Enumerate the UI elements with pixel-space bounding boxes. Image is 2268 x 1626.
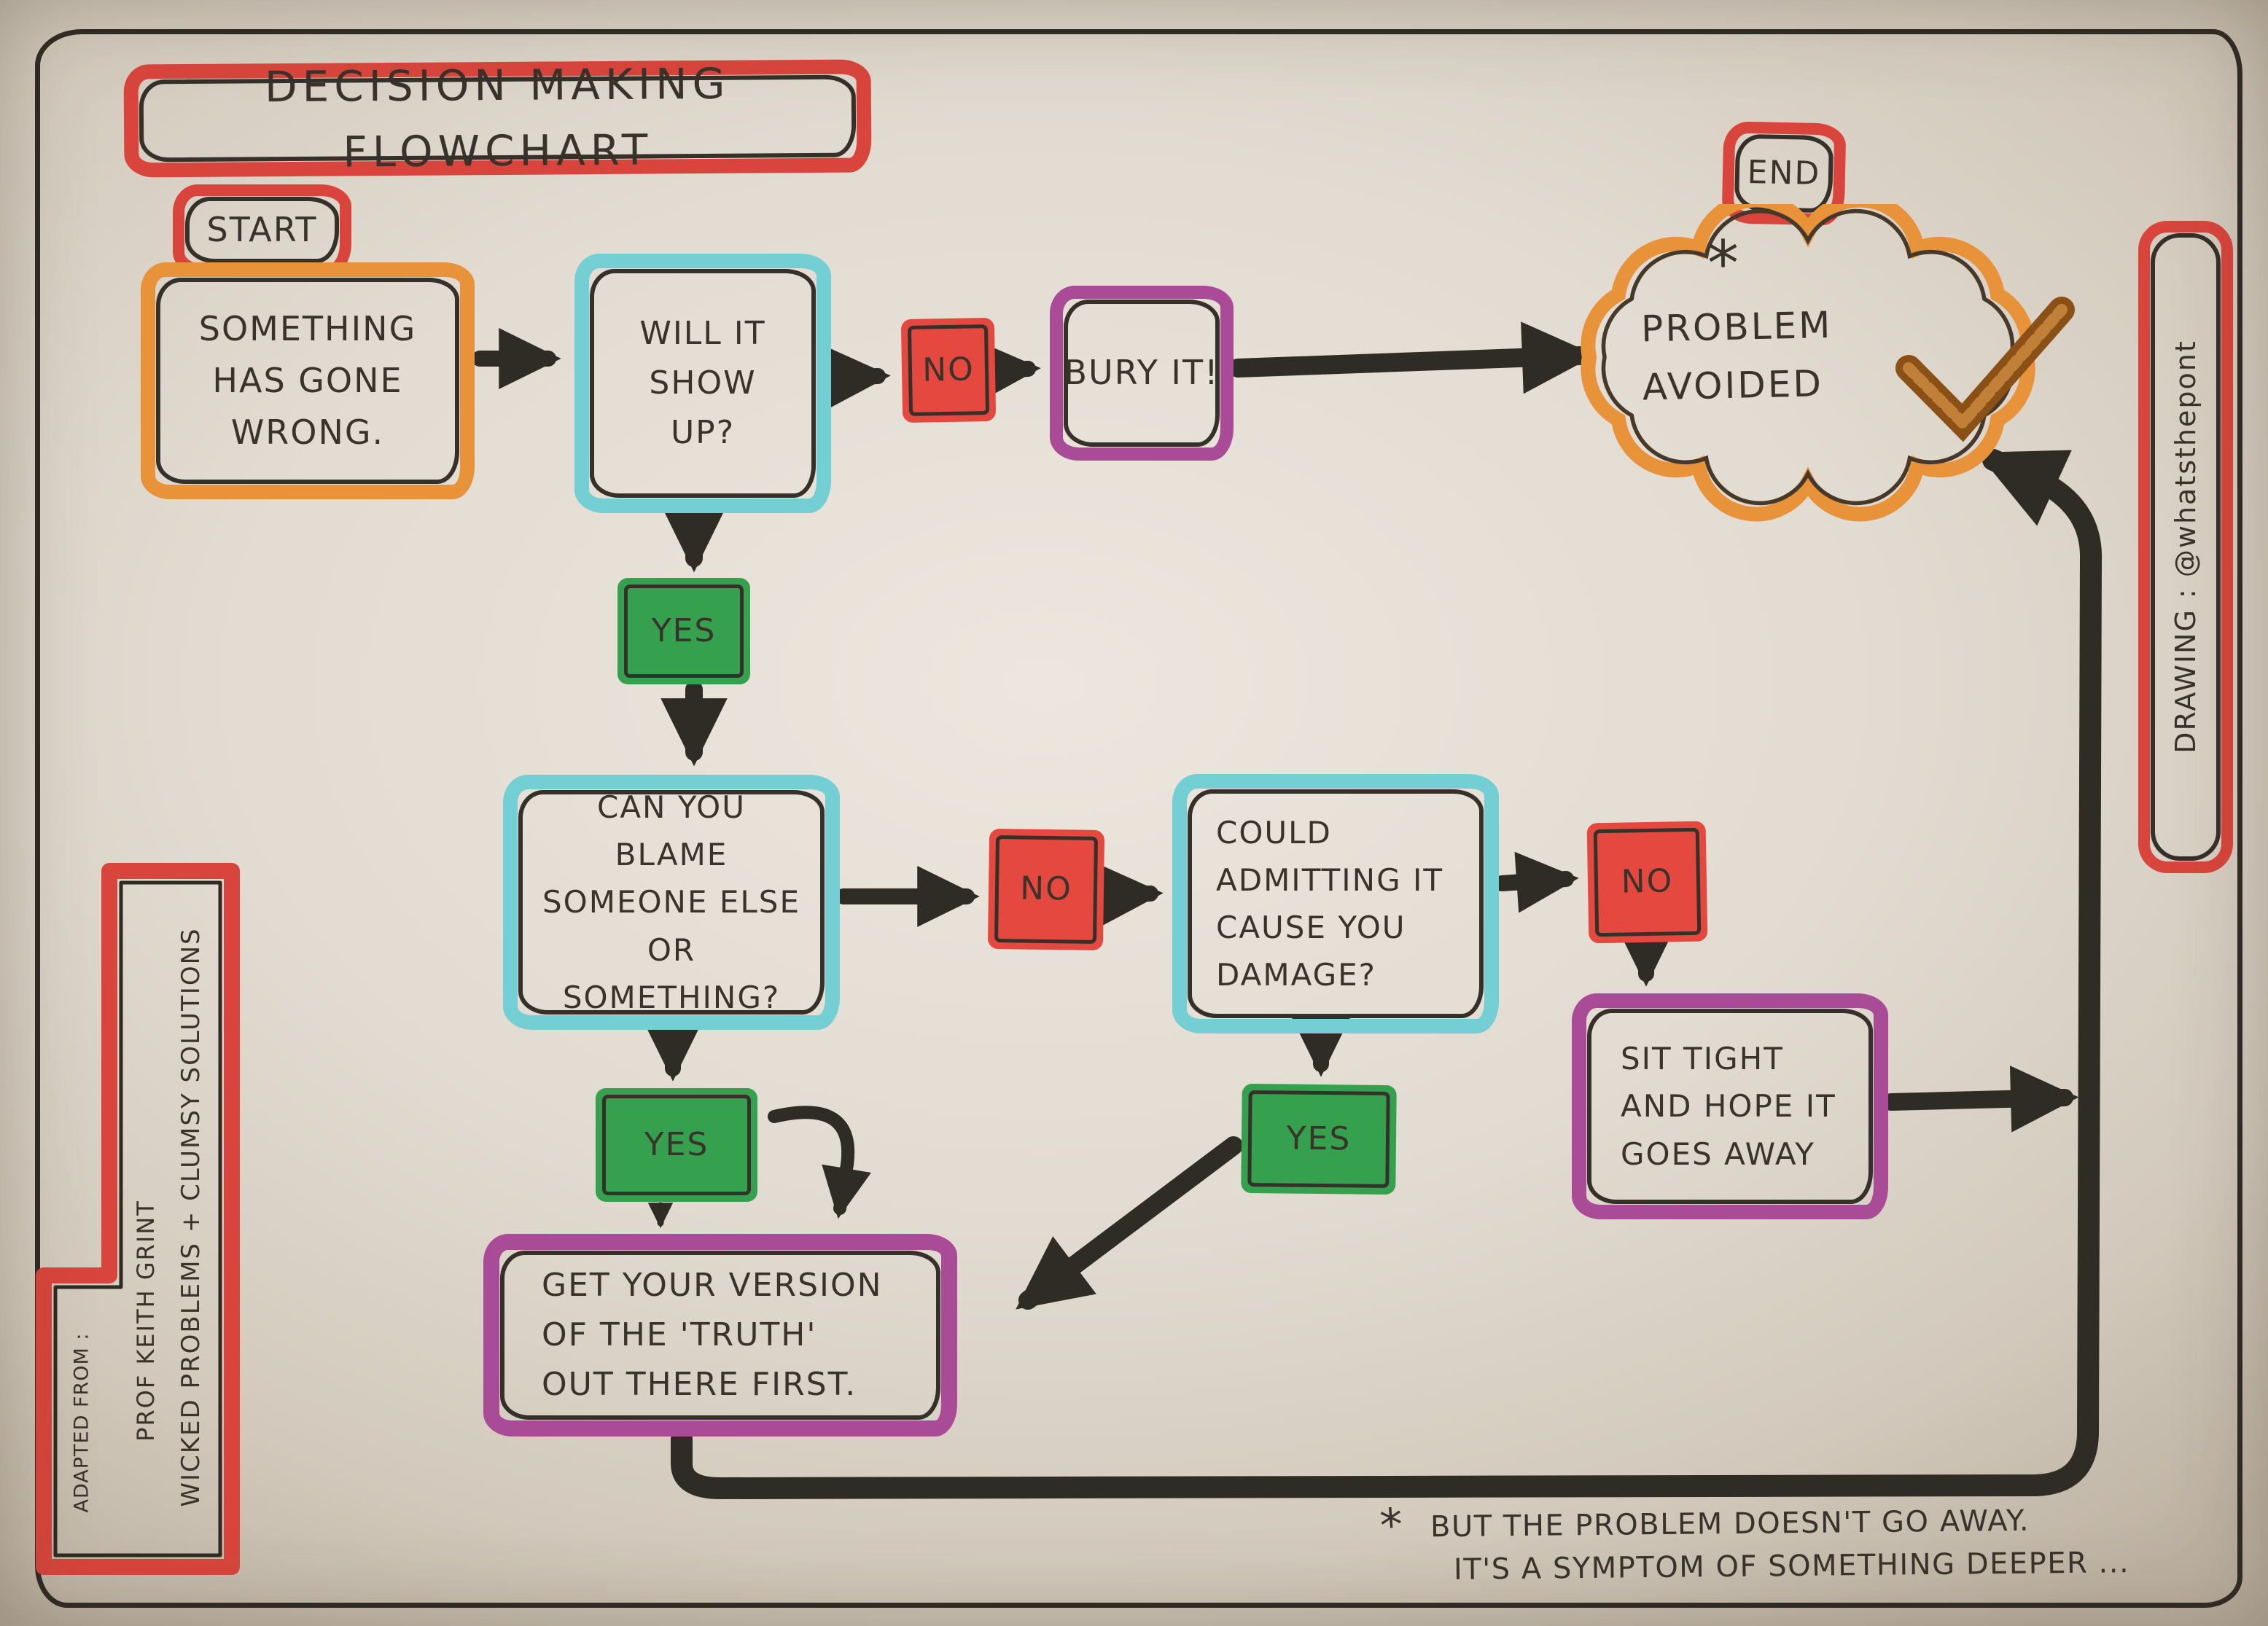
title-box: DECISION MAKING FLOWCHART bbox=[123, 58, 872, 178]
no-label: NO bbox=[1019, 869, 1073, 908]
node-will-it-show-up: WILL IT SHOW UP? bbox=[574, 254, 831, 513]
footnote-star: * bbox=[1378, 1498, 1405, 1552]
node-text: CAN YOU BLAME SOMEONE ELSE OR SOMETHING? bbox=[542, 789, 800, 1015]
page-title: DECISION MAKING FLOWCHART bbox=[264, 58, 730, 176]
node-can-you-blame: CAN YOU BLAME SOMEONE ELSE OR SOMETHING? bbox=[503, 775, 840, 1030]
node-problem-avoided: PROBLEM AVOIDED bbox=[1640, 303, 1833, 409]
adapted-from-line2: PROF KEITH GRINT bbox=[132, 1200, 160, 1442]
node-text: BURY IT! bbox=[1064, 353, 1220, 393]
yes-label: YES bbox=[644, 1125, 709, 1163]
node-bury-it: BURY IT! bbox=[1050, 286, 1234, 461]
credit-box bbox=[2138, 221, 2233, 873]
node-text: SOMETHING HAS GONE WRONG. bbox=[198, 308, 417, 453]
end-label: END bbox=[1747, 153, 1821, 192]
footnote-line2: IT'S A SYMPTOM OF SOMETHING DEEPER ... bbox=[1453, 1546, 2130, 1587]
node-text: COULD ADMITTING IT CAUSE YOU DAMAGE? bbox=[1216, 814, 1444, 993]
no-label: NO bbox=[1621, 862, 1674, 902]
no-chip-2: NO bbox=[987, 828, 1105, 951]
no-chip-1: NO bbox=[900, 317, 997, 423]
node-something-gone-wrong: SOMETHING HAS GONE WRONG. bbox=[141, 262, 475, 499]
yes-chip-1: YES bbox=[617, 578, 750, 684]
credit-text: DRAWING : @whatsthepont bbox=[2170, 340, 2202, 754]
node-sit-tight: SIT TIGHT AND HOPE IT GOES AWAY bbox=[1572, 993, 1888, 1219]
footnote-line1: BUT THE PROBLEM DOESN'T GO AWAY. bbox=[1430, 1504, 2030, 1544]
end-box: END bbox=[1721, 121, 1847, 226]
node-could-admitting: COULD ADMITTING IT CAUSE YOU DAMAGE? bbox=[1172, 774, 1499, 1033]
node-get-your-version: GET YOUR VERSION OF THE 'TRUTH' OUT THER… bbox=[483, 1234, 957, 1437]
yes-chip-3: YES bbox=[1241, 1083, 1397, 1195]
no-label: NO bbox=[921, 351, 975, 389]
start-label: START bbox=[206, 209, 318, 249]
adapted-from-line1: ADAPTED FROM : bbox=[70, 1332, 93, 1513]
page-border bbox=[35, 29, 2242, 1608]
adapted-from-line3: WICKED PROBLEMS + CLUMSY SOLUTIONS bbox=[176, 927, 206, 1507]
yes-chip-2: YES bbox=[596, 1088, 757, 1202]
yes-label: YES bbox=[651, 611, 717, 649]
node-text: GET YOUR VERSION OF THE 'TRUTH' OUT THER… bbox=[542, 1266, 883, 1404]
no-chip-3: NO bbox=[1586, 821, 1708, 944]
node-text: WILL IT SHOW UP? bbox=[639, 314, 766, 452]
cloud-footnote-mark: * bbox=[1707, 227, 1739, 300]
yes-label: YES bbox=[1286, 1119, 1352, 1158]
node-text: SIT TIGHT AND HOPE IT GOES AWAY bbox=[1621, 1041, 1836, 1172]
